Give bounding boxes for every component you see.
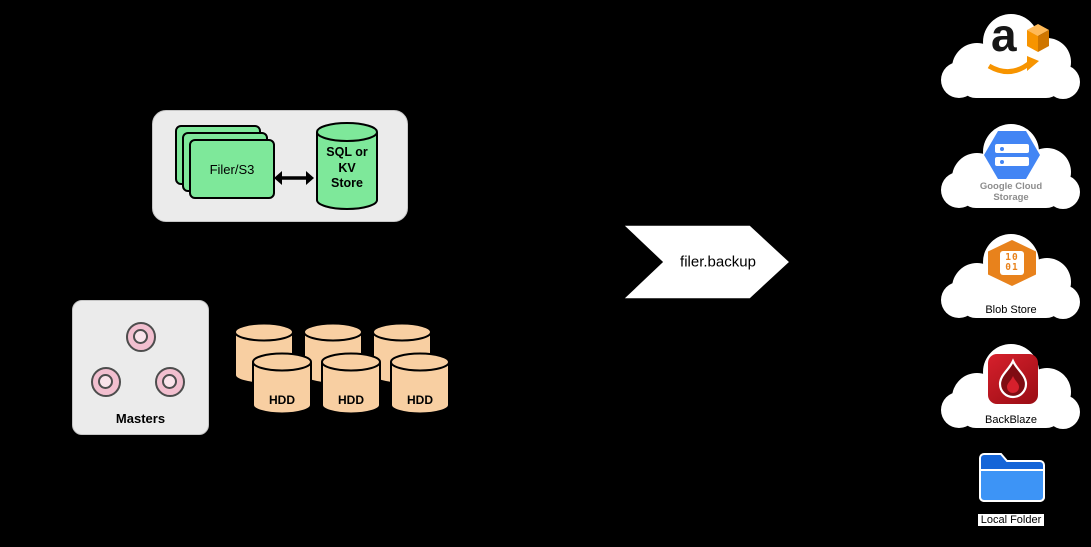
flame-icon bbox=[998, 358, 1028, 399]
target-local-folder: Local Folder bbox=[933, 446, 1089, 542]
hdd-label: HDD bbox=[407, 393, 433, 407]
backblaze-flame-icon bbox=[988, 354, 1038, 404]
master-node-ring bbox=[133, 329, 148, 344]
local-folder-label-row: Local Folder bbox=[933, 510, 1089, 528]
filer-cluster-group: Filer/S3 SQL or KV Store bbox=[152, 110, 408, 222]
filer-stack-label: Filer/S3 bbox=[209, 161, 255, 177]
volume-cylinder-hdd: HDD bbox=[320, 352, 382, 416]
cylinder-icon bbox=[321, 352, 381, 415]
cylinder-icon bbox=[252, 352, 312, 415]
target-blob-store: 10 01 Blob Store bbox=[933, 228, 1089, 324]
volume-cylinder-hdd: HDD bbox=[389, 352, 451, 416]
target-aws-s3: a bbox=[933, 8, 1089, 104]
backblaze-label: BackBlaze bbox=[985, 414, 1037, 426]
metadata-store-cylinder: SQL or KV Store bbox=[315, 121, 379, 213]
cylinder-icon bbox=[390, 352, 450, 415]
target-backblaze: BackBlaze bbox=[933, 338, 1089, 434]
gcs-bar-icon bbox=[995, 144, 1029, 153]
master-node-ring bbox=[98, 374, 113, 389]
hdd-label: HDD bbox=[269, 393, 295, 407]
amazon-a-letter: a bbox=[991, 9, 1017, 61]
chevron-arrow-icon bbox=[622, 224, 792, 300]
masters-group: Masters bbox=[72, 300, 209, 435]
filer-card-front: Filer/S3 bbox=[189, 139, 275, 199]
master-node-icon bbox=[126, 322, 156, 352]
gcs-bar-icon bbox=[995, 157, 1029, 166]
metadata-store-label: SQL or KV Store bbox=[326, 145, 368, 191]
masters-label: Masters bbox=[115, 411, 166, 426]
gcs-label: Google Cloud Storage bbox=[979, 181, 1043, 204]
blob-digits-top: 10 bbox=[1005, 251, 1019, 263]
flow-label: filer.backup bbox=[680, 253, 756, 271]
blob-store-label: Blob Store bbox=[985, 304, 1037, 316]
aws-box-smile-icon bbox=[987, 24, 1049, 75]
cylinder-icon bbox=[316, 122, 378, 210]
double-arrow-icon bbox=[274, 171, 314, 185]
blob-binary-icon: 10 01 bbox=[1000, 251, 1024, 275]
master-node-icon bbox=[155, 367, 185, 397]
filer-backup-arrow: filer.backup bbox=[622, 224, 792, 300]
local-folder-label: Local Folder bbox=[977, 514, 1045, 526]
master-node-ring bbox=[162, 374, 177, 389]
target-google-cloud-storage: Google Cloud Storage bbox=[933, 118, 1089, 214]
volume-cylinder-hdd: HDD bbox=[251, 352, 313, 416]
master-node-icon bbox=[91, 367, 121, 397]
hdd-label: HDD bbox=[338, 393, 364, 407]
blob-digits-bottom: 01 bbox=[1005, 262, 1019, 273]
folder-icon bbox=[979, 453, 1045, 502]
